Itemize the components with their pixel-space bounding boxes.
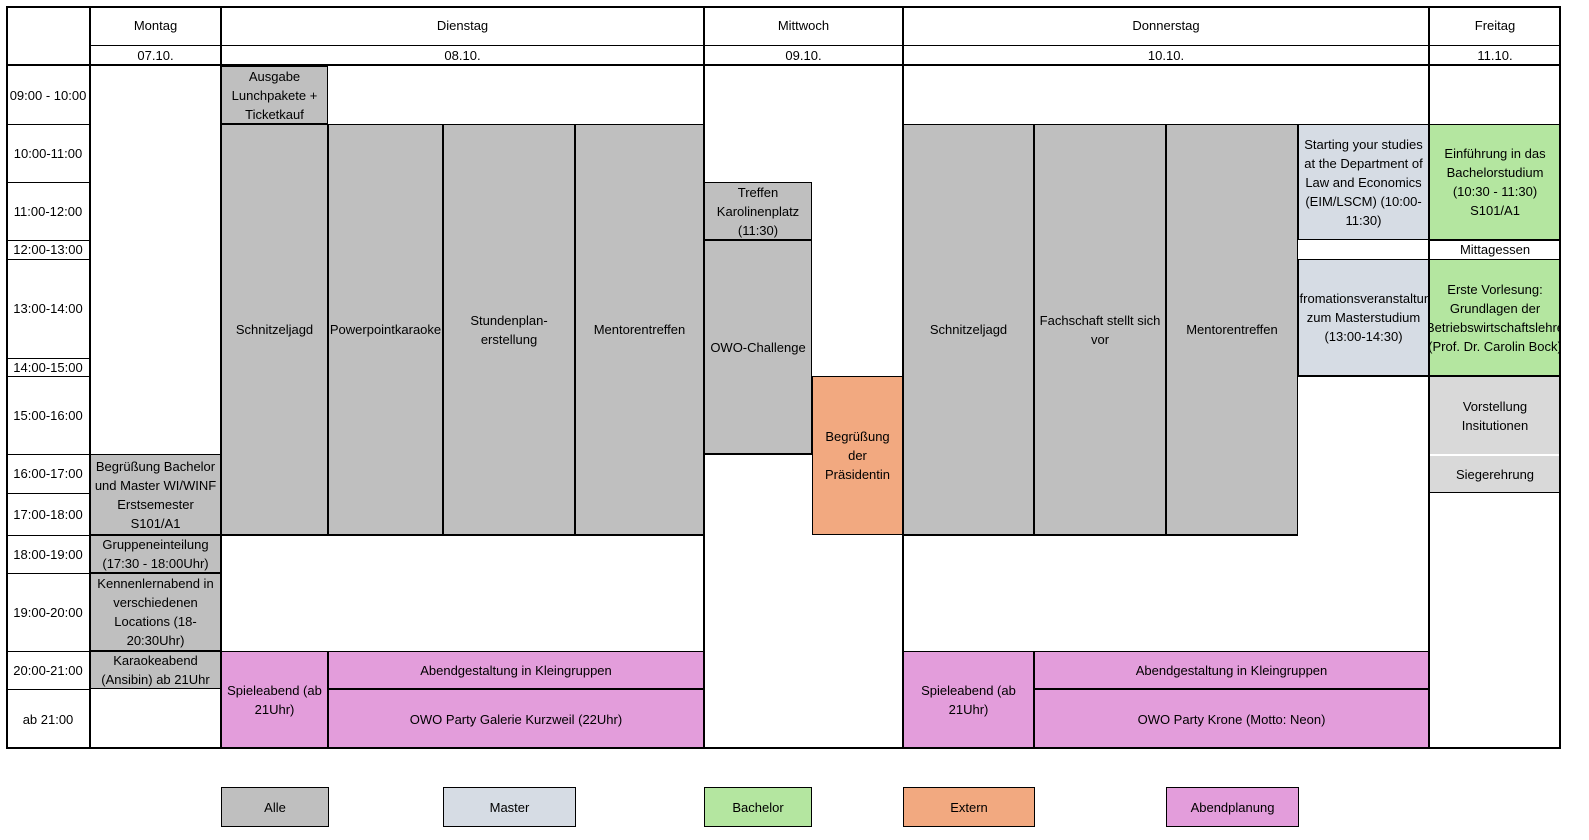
time-slot: 09:00 - 10:00 [9,87,87,103]
time-slot: 17:00-18:00 [13,506,83,522]
legend-extern: Extern [903,787,1035,827]
time-slot: 14:00-15:00 [13,359,83,375]
time-slot: 11:00-12:00 [13,203,83,219]
event-do-starting-studies[interactable]: Starting your studies at the Department … [1298,124,1429,240]
event-do-infoveranstaltung[interactable]: Infromationsveranstaltung zum Masterstud… [1298,259,1429,376]
event-do-abendgestaltung[interactable]: Abendgestaltung in Kleingruppen [1034,651,1429,689]
event-fr-siegerehrung[interactable]: Siegerehrung [1429,454,1561,493]
day-date-wednesday: 09.10. [785,47,822,63]
event-do-mentorentreffen[interactable]: Mentorentreffen [1166,124,1298,535]
legend-bachelor: Bachelor [704,787,812,827]
event-di-schnitzeljagd[interactable]: Schnitzeljagd [221,124,328,535]
time-slot: 13:00-14:00 [13,301,83,316]
time-slot: 20:00-21:00 [13,662,83,678]
event-fr-vorstellung[interactable]: Vorstellung Insitutionen [1429,376,1561,454]
time-slot: 15:00-16:00 [13,407,83,423]
event-mi-treffen[interactable]: Treffen Karolinenplatz (11:30) [704,182,812,240]
day-name-thursday: Donnerstag [1132,18,1200,33]
time-slot: ab 21:00 [22,711,74,727]
event-di-abendgestaltung[interactable]: Abendgestaltung in Kleingruppen [328,651,704,689]
day-name-tuesday: Dienstag [436,18,489,33]
event-di-ausgabe[interactable]: Ausgabe Lunchpakete + Ticketkauf [221,66,328,124]
event-di-spieleabend[interactable]: Spieleabend (ab 21Uhr) [221,651,328,749]
day-date-monday: 07.10. [137,47,174,63]
table-border [6,6,1561,749]
event-mo-gruppeneinteilung[interactable]: Gruppeneinteilung (17:30 - 18:00Uhr) [90,535,221,573]
event-fr-mittagessen[interactable]: Mittagessen [1459,242,1531,257]
event-mi-owo-challenge[interactable]: OWO-Challenge [704,240,812,454]
legend-master: Master [443,787,576,827]
event-do-fachschaft[interactable]: Fachschaft stellt sich vor [1034,124,1166,535]
legend-abendplanung: Abendplanung [1166,787,1299,827]
time-slot: 16:00-17:00 [13,466,83,481]
event-di-stundenplan[interactable]: Stundenplan-erstellung [443,124,575,535]
time-slot: 19:00-20:00 [13,604,83,620]
time-slot: 10:00-11:00 [13,145,83,161]
day-name-friday: Freitag [1474,18,1516,33]
event-mo-begruessung[interactable]: Begrüßung Bachelor und Master WI/WINF Er… [90,454,221,535]
day-date-tuesday: 08.10. [444,47,481,63]
event-mo-kennenlernabend[interactable]: Kennenlernabend in verschiedenen Locatio… [90,573,221,651]
event-do-spieleabend[interactable]: Spieleabend (ab 21Uhr) [903,651,1034,749]
event-mi-praesidentin[interactable]: Begrüßung der Präsidentin [812,376,903,535]
day-name-wednesday: Mittwoch [777,18,830,33]
schedule-table: Montag Dienstag Mittwoch Donnerstag Frei… [6,6,1561,749]
event-di-mentorentreffen[interactable]: Mentorentreffen [575,124,704,535]
time-slot: 12:00-13:00 [13,242,83,257]
day-date-friday: 11.10. [1477,47,1513,63]
event-di-party[interactable]: OWO Party Galerie Kurzweil (22Uhr) [328,689,704,749]
day-date-thursday: 10.10. [1147,47,1185,63]
event-mo-karaokeabend[interactable]: Karaokeabend (Ansibin) ab 21Uhr [90,651,221,689]
event-fr-erste-vorlesung[interactable]: Erste Vorlesung: Grundlagen der Betriebs… [1429,259,1561,376]
day-name-monday: Montag [133,18,178,33]
legend-alle: Alle [221,787,329,827]
time-slot: 18:00-19:00 [13,546,83,562]
event-do-schnitzeljagd[interactable]: Schnitzeljagd [903,124,1034,535]
